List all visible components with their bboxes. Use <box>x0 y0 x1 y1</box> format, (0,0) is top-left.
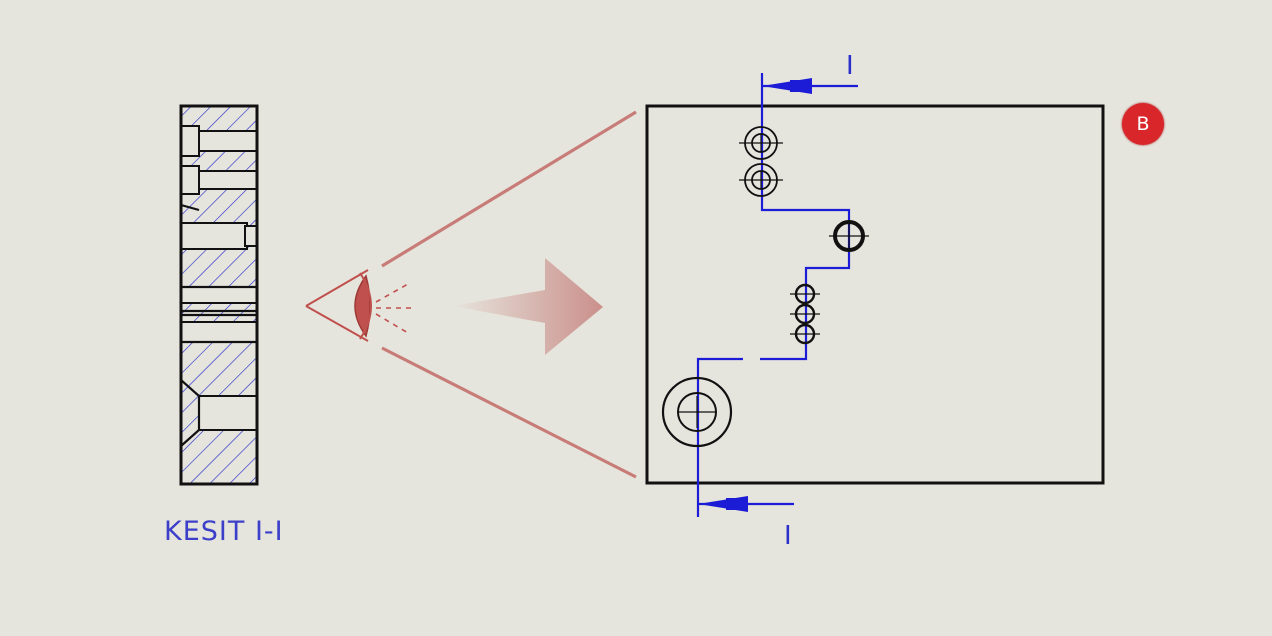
cut-label-bottom: I <box>784 521 792 551</box>
small-hole-2 <box>790 303 820 325</box>
section-view: KESIT I-I <box>164 104 284 547</box>
view-direction-arrow <box>452 258 603 355</box>
cutting-plane-line <box>760 73 851 361</box>
projection-lines <box>381 110 637 479</box>
cut-label-top: I <box>846 51 854 81</box>
section-counterbore-2 <box>180 165 200 195</box>
section-counterbore-1 <box>180 125 200 157</box>
through-hole <box>829 220 869 252</box>
small-hole-1 <box>790 283 820 305</box>
section-bore-3-tip <box>244 225 258 247</box>
main-view-outline <box>645 104 1105 485</box>
section-bore-3 <box>180 222 248 250</box>
eye-icon <box>305 269 412 342</box>
main-view: I I <box>645 51 1105 551</box>
section-bore-6 <box>198 395 258 431</box>
counterbore-hole-2 <box>739 163 783 197</box>
section-title: KESIT I-I <box>164 516 284 547</box>
small-hole-3 <box>790 323 820 345</box>
section-bore-5 <box>180 321 258 343</box>
large-countersink-hole <box>661 376 733 448</box>
section-outline <box>179 104 259 486</box>
counterbore-hole-1 <box>739 126 783 160</box>
view-badge: B <box>1122 103 1164 145</box>
section-bore-4 <box>180 286 258 304</box>
